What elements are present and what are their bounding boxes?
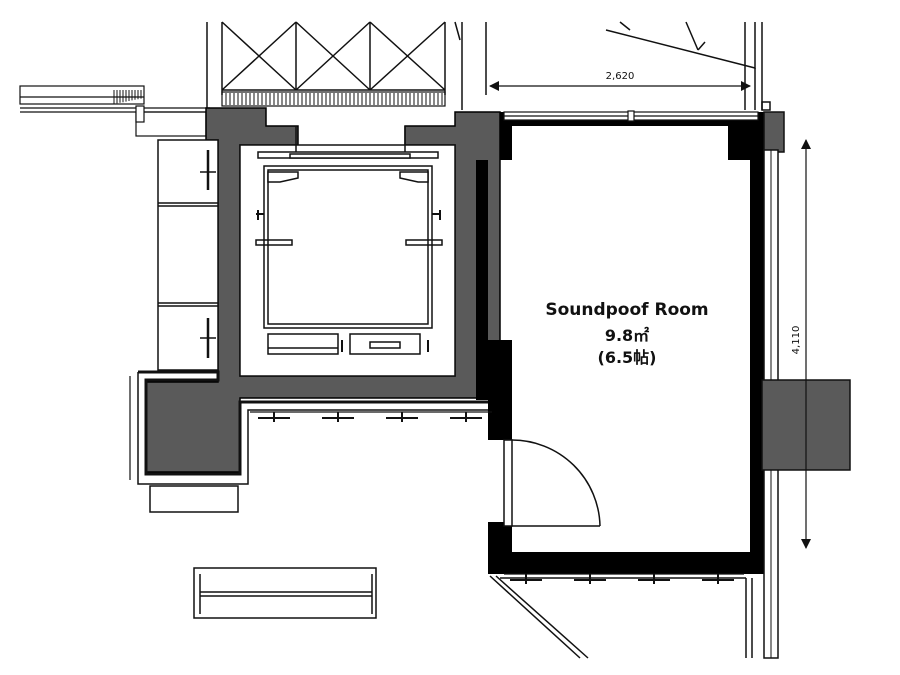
soundproof-walls	[476, 112, 764, 574]
room-label: Soundpoof Room 9.8㎡ (6.5帖)	[545, 300, 708, 367]
hatch-left-rail	[113, 90, 142, 104]
top-window-structure	[206, 21, 487, 110]
dimension-width: 2,620	[489, 71, 751, 91]
depth-dimension-label: 4,110	[791, 326, 802, 355]
left-window-rail	[19, 85, 210, 137]
hatch-strip-top	[225, 93, 443, 105]
bottom-left-shelf	[149, 485, 377, 619]
room-name: Soundpoof Room	[545, 300, 708, 320]
central-room	[239, 144, 456, 377]
lower-right-wall	[489, 575, 753, 659]
left-closet	[157, 139, 219, 371]
width-dimension-label: 2,620	[606, 71, 635, 82]
lower-left-outline	[129, 370, 498, 485]
dimension-depth: 4,110	[791, 139, 811, 549]
central-fixtures	[255, 126, 443, 355]
walls-grey	[145, 107, 501, 473]
door-swing	[503, 439, 601, 527]
soundproof-top-window	[503, 110, 759, 122]
room-tatami: (6.5帖)	[598, 348, 657, 367]
stairs-top-right	[454, 21, 771, 111]
room-area: 9.8㎡	[605, 326, 649, 345]
